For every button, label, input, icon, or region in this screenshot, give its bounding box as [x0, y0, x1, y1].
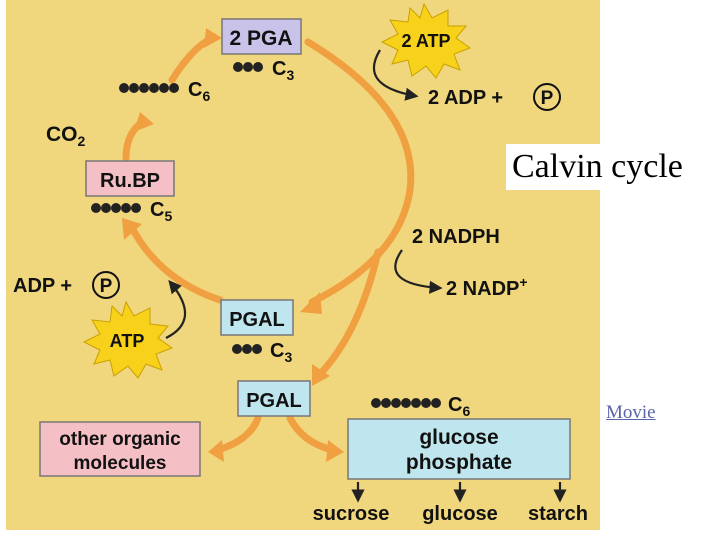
pga-label: 2 PGA	[229, 27, 292, 50]
molecule-chain-c5	[91, 203, 141, 213]
pgal-low-label: PGAL	[246, 390, 302, 412]
pgal-low-box	[237, 380, 311, 417]
arrow-to-pgal-low	[318, 248, 382, 376]
pga-box	[221, 18, 302, 55]
atp-top-starburst	[380, 2, 472, 79]
arrow-atp-to-adp-top	[372, 49, 419, 101]
arrowhead-other	[208, 440, 224, 462]
other-line2: molecules	[74, 453, 167, 474]
other-molecules-box	[39, 421, 201, 477]
molecule-chain-c6-top	[119, 83, 179, 93]
pgal-carbon-label: C3	[270, 340, 292, 365]
arrow-pgal-to-other	[214, 414, 262, 454]
arrowhead-pga	[204, 28, 222, 48]
atp-top-label: 2 ATP	[401, 31, 450, 51]
side-arrows	[165, 49, 567, 503]
molecule-chain-c3-pga	[233, 62, 263, 72]
product-starch: starch	[528, 503, 588, 525]
arrow-nadph-to-nadp	[394, 249, 443, 294]
phosphate-left-label: P	[100, 276, 113, 297]
nadph-label: 2 NADPH	[412, 226, 500, 248]
movie-link[interactable]: Movie	[606, 402, 656, 423]
c6-bottom-label: C6	[448, 394, 470, 419]
adp-top-label: 2 ADP +	[428, 87, 503, 109]
arrowhead-co2	[134, 112, 154, 132]
pgal-mid-box	[220, 299, 294, 336]
glucose-phosphate-box	[347, 418, 571, 480]
arrowhead-pgal-mid	[300, 292, 322, 314]
cycle-arrows	[122, 34, 415, 454]
c6-top-label: C6	[188, 79, 210, 104]
molecule-chain-c3-pgal	[232, 344, 262, 354]
arrowhead-pgal-low	[312, 364, 330, 386]
phosphate-left-icon	[92, 271, 120, 299]
arrow-pgal-to-rubp	[128, 224, 224, 304]
arrowhead-glucose	[326, 440, 344, 462]
atp-left-starburst	[82, 300, 174, 379]
pga-carbon-label: C3	[272, 58, 294, 83]
phosphate-top-icon	[533, 83, 561, 111]
glucose-line1: glucose	[419, 426, 498, 449]
product-glucose: glucose	[422, 503, 498, 525]
adp-left-label: ADP +	[13, 275, 72, 297]
arrowhead-rubp	[122, 218, 142, 240]
product-sucrose: sucrose	[313, 503, 390, 525]
pgal-mid-label: PGAL	[229, 309, 285, 331]
phosphate-top-label: P	[541, 88, 554, 109]
molecule-chain-c6-bottom	[371, 398, 441, 408]
cycle-arrowheads	[122, 28, 344, 462]
other-line1: other organic	[59, 429, 181, 450]
co2-label: CO2	[46, 123, 86, 149]
rubp-carbon-label: C5	[150, 199, 172, 224]
arrow-pga-to-pgal	[304, 38, 415, 306]
arrow-atp-to-adp-left	[165, 279, 187, 339]
nadp-label: 2 NADP+	[446, 274, 528, 300]
slide-title: Calvin cycle	[506, 144, 718, 190]
glucose-line2: phosphate	[406, 451, 512, 474]
atp-left-label: ATP	[110, 331, 145, 351]
rubp-box	[85, 160, 175, 197]
rubp-label: Ru.BP	[100, 170, 160, 192]
arrow-pgal-to-glucose	[286, 414, 336, 454]
